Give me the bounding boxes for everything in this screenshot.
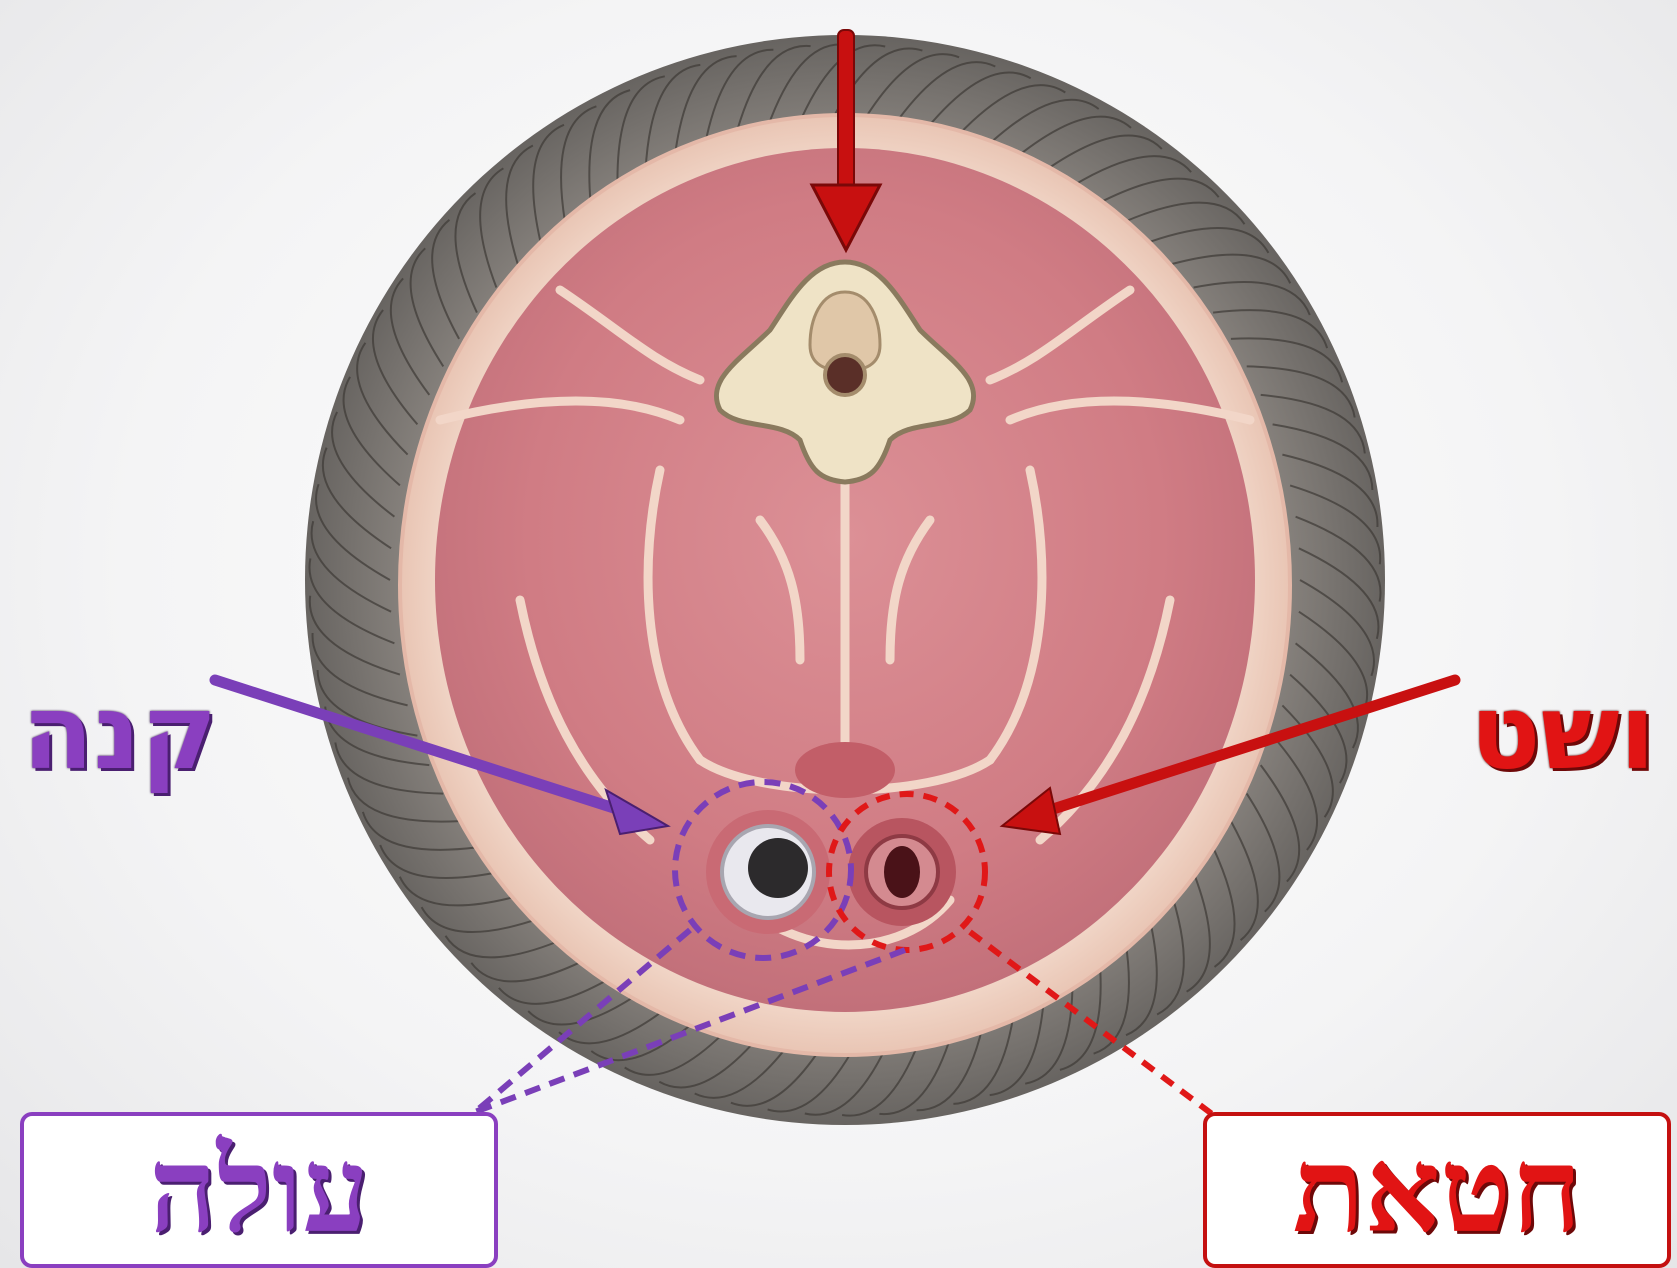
chatat-box: חטאת	[1203, 1112, 1671, 1268]
longus-muscle	[795, 742, 895, 798]
olah-box: עולה	[20, 1112, 498, 1268]
esophagus	[848, 818, 956, 926]
chatat-label: חטאת	[1293, 1131, 1582, 1249]
trachea	[706, 810, 830, 934]
esophagus-label: ושט	[1470, 680, 1655, 784]
trachea-label: קנה	[22, 680, 217, 784]
olah-label: עולה	[149, 1131, 369, 1249]
